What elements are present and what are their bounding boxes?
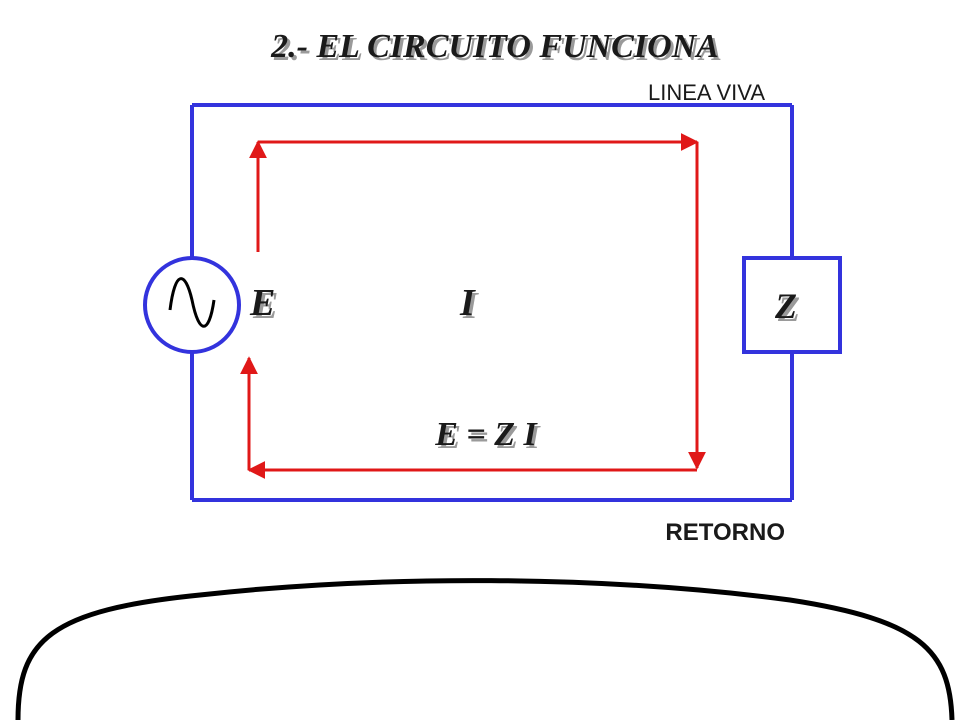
page-title: 2.- EL CIRCUITO FUNCIONA <box>270 28 719 65</box>
ac-source-icon <box>143 256 241 354</box>
page-title-shadow: 2.- EL CIRCUITO FUNCIONA <box>273 31 722 68</box>
source-symbol-shadow: E <box>252 285 278 327</box>
return-line-label: RETORNO <box>665 519 785 546</box>
live-line-label: LINEA VIVA <box>648 80 765 105</box>
source-symbol: E <box>249 282 275 324</box>
current-symbol-shadow: I <box>462 285 479 327</box>
current-path <box>240 133 706 479</box>
current-symbol: I <box>459 282 476 324</box>
ohm-law-equation: E = Z I <box>434 416 538 453</box>
impedance-symbol: Z <box>774 286 797 326</box>
sine-wave-icon <box>168 277 216 328</box>
earth-ground-arc <box>15 578 955 720</box>
ohm-law-equation-shadow: E = Z I <box>437 419 541 456</box>
impedance-symbol-shadow: Z <box>777 289 800 329</box>
circuit-wires <box>190 103 794 502</box>
impedance-box <box>742 256 842 354</box>
